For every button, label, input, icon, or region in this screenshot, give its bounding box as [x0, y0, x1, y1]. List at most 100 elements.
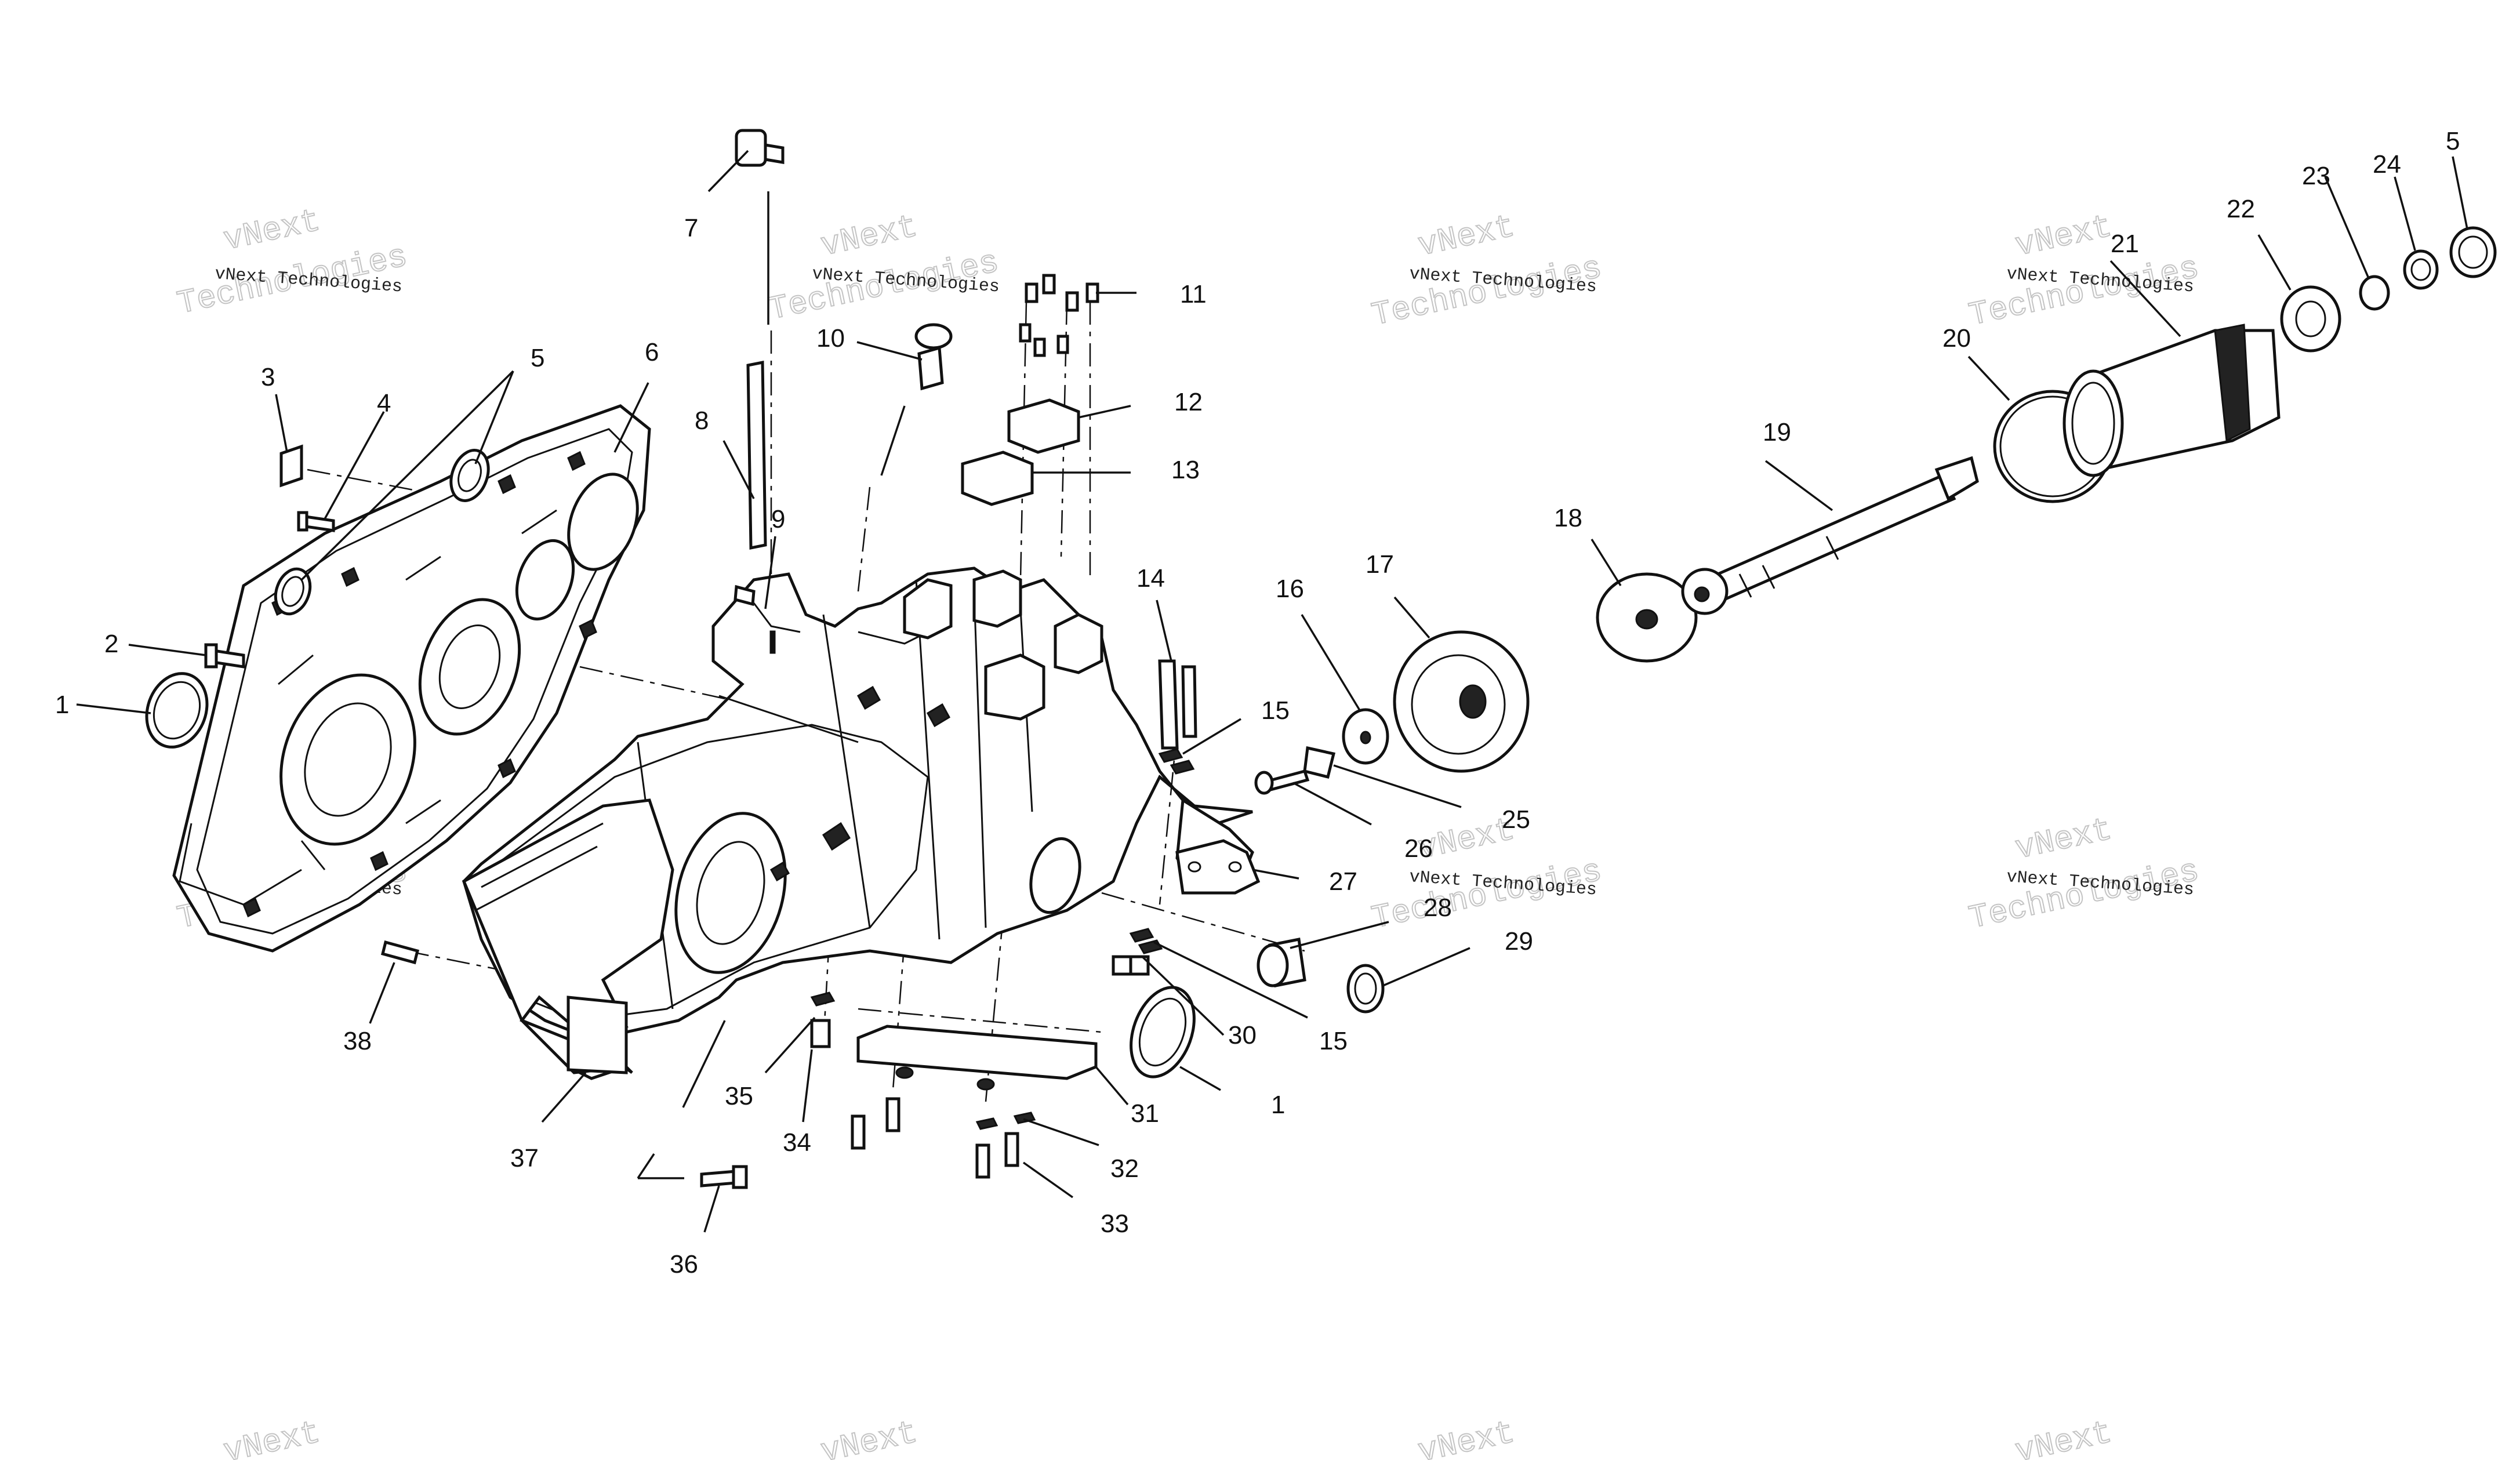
callout-1-right: 1	[1271, 1091, 1285, 1119]
washer-16	[1342, 708, 1389, 765]
bracket-13	[961, 451, 1034, 506]
svg-text:vNext: vNext	[2012, 811, 2115, 868]
callout-1-left: 1	[55, 691, 69, 719]
callout-5-left: 5	[531, 344, 544, 372]
watermark-mid-right: vNext Technologies vNext Technologies	[1965, 811, 2203, 938]
callout-35: 35	[725, 1082, 753, 1110]
watermark-top-center-right: vNext Technologies vNext Technologies	[1368, 208, 1606, 335]
bolt-36	[700, 1165, 748, 1189]
nut-30	[1112, 955, 1150, 976]
bushing-28	[1257, 938, 1306, 987]
watermark-bottom-right: vNext	[2011, 1414, 2116, 1460]
breather-7	[735, 129, 785, 325]
gasket-27	[1175, 839, 1261, 895]
svg-text:vNext: vNext	[818, 1414, 921, 1460]
seal-5-mid	[449, 448, 490, 503]
callout-5-right: 5	[2446, 127, 2460, 155]
washer-24	[2403, 249, 2439, 290]
callout-36: 36	[670, 1250, 698, 1279]
leader-lines	[76, 150, 2468, 1233]
seal-29	[1346, 964, 1385, 1014]
seal-5-right	[2449, 226, 2497, 278]
watermark-mid-center-right: vNext Technologies vNext Technologies	[1368, 811, 1606, 938]
callout-9: 9	[771, 505, 785, 533]
washers-32	[975, 1112, 1036, 1130]
callout-17: 17	[1366, 550, 1394, 579]
bearing-18	[1596, 572, 1698, 663]
pin-9	[734, 584, 776, 654]
callout-16: 16	[1276, 575, 1304, 603]
callout-29: 29	[1505, 927, 1533, 956]
shaft-19	[1681, 456, 1979, 615]
svg-text:vNext: vNext	[220, 1414, 324, 1460]
watermark-bottom-center-left: vNext	[817, 1414, 921, 1460]
callout-26: 26	[1404, 834, 1433, 863]
callout-7: 7	[684, 214, 698, 242]
callout-8: 8	[695, 406, 709, 435]
guard-37	[462, 798, 674, 1074]
callout-4: 4	[377, 389, 391, 417]
bolt-25-26	[1254, 746, 1336, 795]
callout-25: 25	[1502, 805, 1530, 834]
callout-22: 22	[2227, 195, 2255, 223]
callout-2: 2	[104, 630, 118, 658]
callout-30: 30	[1228, 1021, 1257, 1049]
callout-15-bottom: 15	[1319, 1027, 1348, 1055]
pin-14	[1158, 659, 1197, 750]
svg-text:vNext: vNext	[2012, 1414, 2115, 1460]
seal-5-left	[274, 567, 312, 616]
callout-32: 32	[1110, 1154, 1139, 1183]
callout-10: 10	[816, 324, 845, 353]
watermark-top-right: vNext Technologies vNext Technologies	[1965, 208, 2203, 335]
callout-3: 3	[261, 363, 275, 391]
right-case-half	[462, 566, 1254, 1080]
svg-text:vNext: vNext	[2012, 208, 2115, 265]
washers-15-bottom	[1129, 928, 1163, 954]
callout-15-top: 15	[1261, 696, 1290, 725]
pin-38	[380, 940, 420, 965]
plate-3	[279, 444, 303, 488]
left-case-half	[172, 404, 651, 953]
ring-23	[2359, 275, 2390, 311]
callout-6: 6	[645, 338, 659, 366]
callout-23: 23	[2302, 162, 2330, 190]
callout-28: 28	[1424, 894, 1452, 922]
callouts: 1 1 2 3 4 5 5 6 7 8 9 10 11 12 13 14 15 …	[55, 127, 2460, 1279]
bolts-11	[1019, 274, 1099, 357]
bearing-22	[2280, 285, 2341, 353]
svg-text:vNext: vNext	[818, 208, 921, 265]
drum-21	[2063, 324, 2281, 477]
callout-31: 31	[1131, 1099, 1159, 1128]
callout-12: 12	[1174, 388, 1203, 416]
callout-13: 13	[1171, 456, 1200, 484]
svg-text:vNext: vNext	[1415, 208, 1518, 265]
callout-34: 34	[783, 1128, 811, 1157]
callout-21: 21	[2111, 230, 2139, 258]
callout-19: 19	[1763, 418, 1791, 446]
bolts-33	[975, 1132, 1019, 1179]
callout-20: 20	[1942, 324, 1971, 353]
bolts-34	[851, 1097, 900, 1150]
seal-1-left	[145, 672, 209, 749]
watermark-bottom-center-right: vNext	[1414, 1414, 1519, 1460]
watermark-top-left: vNext Technologies vNext Technologies	[173, 202, 411, 324]
callout-37: 37	[510, 1144, 539, 1172]
callout-38: 38	[343, 1027, 372, 1055]
callout-33: 33	[1101, 1210, 1129, 1238]
watermark-top-center-left: vNext Technologies vNext Technologies	[765, 208, 1003, 329]
bolt-2	[204, 643, 245, 669]
svg-text:vNext: vNext	[220, 202, 324, 259]
callout-24: 24	[2373, 150, 2401, 179]
seal-1-right	[1130, 986, 1196, 1078]
callout-27: 27	[1329, 867, 1357, 896]
bracket-12	[1007, 398, 1080, 454]
gear-17	[1393, 630, 1530, 773]
watermark-bottom-left: vNext	[220, 1414, 324, 1460]
drain-plug-35	[810, 992, 836, 1048]
callout-18: 18	[1554, 504, 1582, 532]
dipstick-10	[880, 323, 953, 476]
svg-text:vNext: vNext	[1415, 1414, 1518, 1460]
hose-8	[746, 360, 767, 550]
washers-15-top	[1158, 748, 1195, 775]
